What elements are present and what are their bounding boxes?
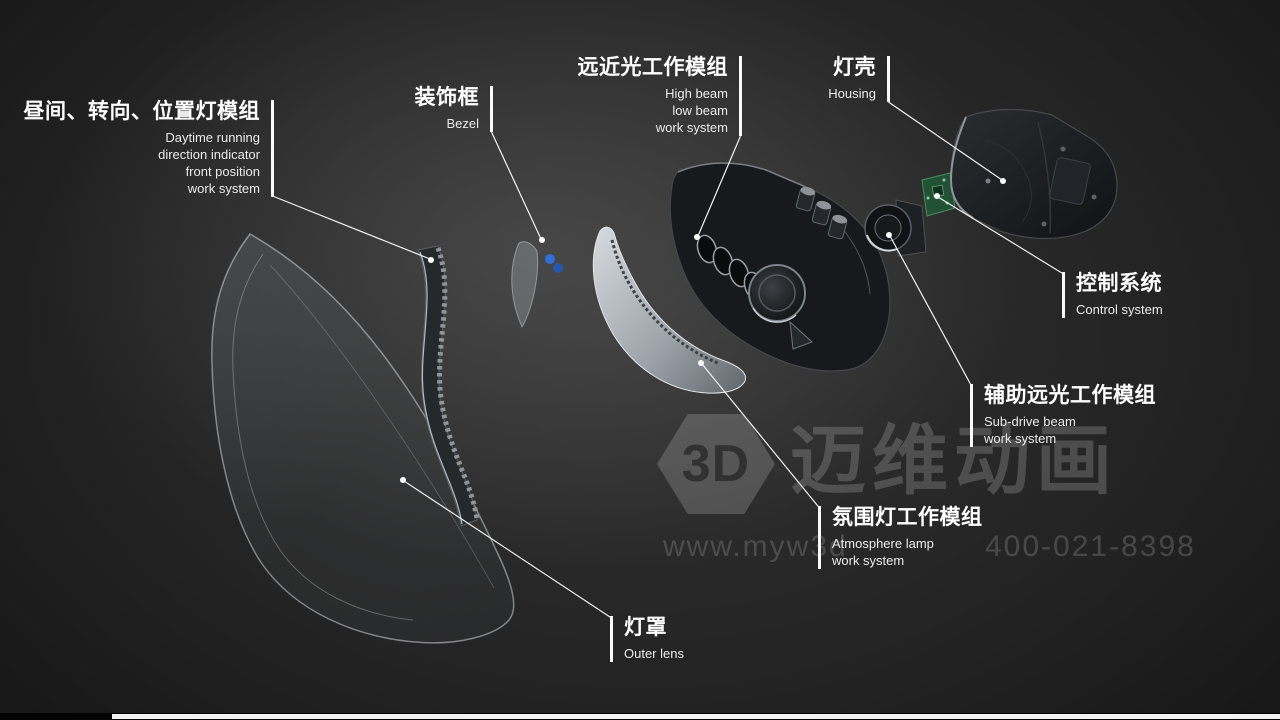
label-bracket bbox=[271, 100, 274, 197]
label-high-low-en-line: High beam bbox=[665, 86, 728, 101]
label-daytime-text: 昼间、转向、位置灯模组 Daytime running direction in… bbox=[24, 100, 261, 197]
label-atmosphere-zh: 氛围灯工作模组 bbox=[832, 506, 983, 529]
label-bezel-en-line: Bezel bbox=[446, 116, 479, 131]
label-bracket bbox=[610, 616, 613, 662]
label-housing-text: 灯壳 Housing bbox=[828, 56, 876, 102]
label-housing-zh: 灯壳 bbox=[833, 56, 876, 79]
label-bezel-text: 装饰框 Bezel bbox=[415, 86, 480, 132]
label-sub-drive-en-line: Sub-drive beam bbox=[984, 414, 1076, 429]
label-outer-lens-text: 灯罩 Outer lens bbox=[624, 616, 684, 662]
label-sub-drive-en-line: work system bbox=[984, 431, 1057, 446]
label-bracket bbox=[818, 506, 821, 569]
part-led-bulbs bbox=[795, 186, 848, 240]
label-daytime-zh: 昼间、转向、位置灯模组 bbox=[23, 100, 260, 123]
label-atmosphere-en-line: work system bbox=[832, 553, 905, 568]
label-bracket bbox=[490, 86, 493, 132]
label-outer-lens-zh: 灯罩 bbox=[624, 616, 667, 639]
part-high-low-beam-module bbox=[669, 162, 891, 372]
part-sub-drive-beam-lens bbox=[864, 199, 927, 257]
leader-lines bbox=[272, 101, 1064, 619]
label-control-zh: 控制系统 bbox=[1076, 272, 1162, 295]
label-outer-lens: 灯罩 Outer lens bbox=[610, 616, 725, 662]
bottom-bar bbox=[0, 713, 1280, 720]
label-bracket bbox=[1062, 272, 1065, 318]
label-sub-drive-beam-module: 辅助远光工作模组 Sub-drive beam work system bbox=[970, 384, 1165, 447]
label-high-low-en-line: work system bbox=[655, 120, 728, 135]
label-daytime-en-line: work system bbox=[187, 181, 260, 196]
label-high-low-en-line: low beam bbox=[672, 103, 728, 118]
bottom-bar-highlight bbox=[112, 714, 1280, 719]
part-outer-lens bbox=[211, 233, 515, 644]
blue-connector-icon bbox=[545, 254, 555, 264]
label-atmosphere-lamp-module: 氛围灯工作模组 Atmosphere lamp work system bbox=[818, 506, 993, 569]
label-outer-lens-en-line: Outer lens bbox=[624, 646, 684, 661]
label-housing-en-line: Housing bbox=[828, 86, 876, 101]
label-control-text: 控制系统 Control system bbox=[1076, 272, 1163, 318]
label-atmosphere-text: 氛围灯工作模组 Atmosphere lamp work system bbox=[832, 506, 983, 569]
blue-connector-icon bbox=[553, 263, 563, 273]
label-bezel: 装饰框 Bezel bbox=[400, 86, 493, 132]
label-atmosphere-en-line: Atmosphere lamp bbox=[832, 536, 934, 551]
label-bracket bbox=[739, 56, 742, 136]
label-high-low-zh: 远近光工作模组 bbox=[577, 56, 728, 79]
label-sub-drive-zh: 辅助远光工作模组 bbox=[984, 384, 1156, 407]
part-bezel-insert bbox=[511, 241, 563, 329]
label-control-system: 控制系统 Control system bbox=[1062, 272, 1192, 318]
part-led-strip-module bbox=[417, 245, 480, 527]
label-sub-drive-text: 辅助远光工作模组 Sub-drive beam work system bbox=[984, 384, 1156, 447]
part-atmosphere-light-guide bbox=[592, 226, 747, 394]
label-control-en-line: Control system bbox=[1076, 302, 1163, 317]
part-housing-shell bbox=[949, 109, 1118, 240]
label-bracket bbox=[887, 56, 890, 102]
label-housing: 灯壳 Housing bbox=[798, 56, 890, 102]
leader-anchor-dots bbox=[400, 178, 1006, 483]
label-bezel-zh: 装饰框 bbox=[414, 86, 479, 109]
label-high-low-text: 远近光工作模组 High beam low beam work system bbox=[578, 56, 729, 136]
label-bracket bbox=[970, 384, 973, 447]
label-daytime-en-line: direction indicator bbox=[158, 147, 260, 162]
label-daytime-en-line: front position bbox=[185, 164, 260, 179]
label-daytime-module: 昼间、转向、位置灯模组 Daytime running direction in… bbox=[24, 100, 274, 197]
label-daytime-en-line: Daytime running bbox=[165, 130, 260, 145]
label-high-low-beam-module: 远近光工作模组 High beam low beam work system bbox=[556, 56, 742, 136]
